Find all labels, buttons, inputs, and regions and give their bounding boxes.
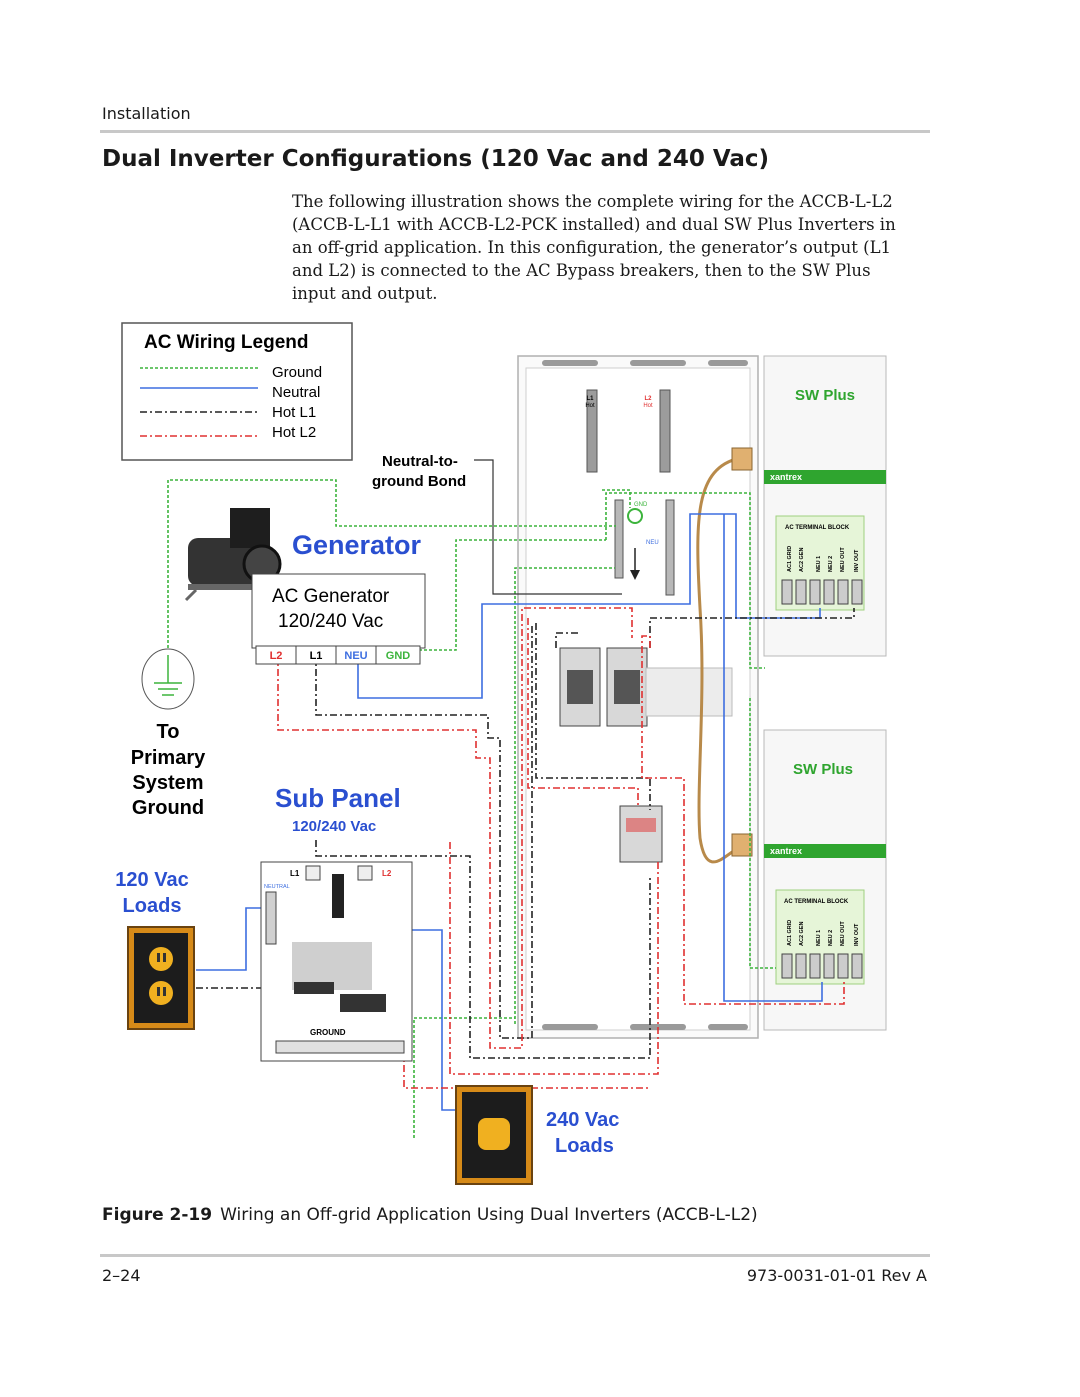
intro-paragraph: The following illustration shows the com… — [292, 192, 896, 303]
comm-connector-top — [731, 447, 753, 471]
figure-caption: Figure 2-19 Wiring an Off-grid Applicatio… — [102, 1205, 758, 1225]
comm-connector-bottom — [731, 833, 753, 857]
inverter-bottom-term-3: NEU 1 — [816, 930, 822, 946]
gen-term-l1: L1 — [310, 650, 323, 662]
generator-desc-2: 120/240 Vac — [278, 611, 383, 632]
sub-panel-voltage: 120/240 Vac — [292, 818, 376, 835]
page-number: 2–24 — [102, 1266, 141, 1285]
inverter-top-term-1: AC1 GRID — [787, 546, 793, 572]
inverter-top-block: AC TERMINAL BLOCK — [785, 525, 850, 531]
inverter-top-term-2: AC2 GEN — [799, 548, 805, 572]
legend-neutral: Neutral — [272, 384, 320, 401]
sub-panel-l1: L1 — [290, 869, 300, 878]
generator-icon — [184, 508, 282, 602]
loads-240-label-2: Loads — [555, 1135, 614, 1157]
sub-panel: Sub Panel 120/240 Vac L1 L2 NEUTRAL GROU… — [260, 783, 413, 1062]
bond-callout-line — [474, 459, 622, 595]
sub-panel-ground: GROUND — [310, 1028, 346, 1037]
figure-caption-text: Wiring an Off-grid Application Using Dua… — [220, 1205, 758, 1225]
loads-240-label-1: 240 Vac — [546, 1109, 619, 1131]
inverter-top-term-4: NEU 2 — [828, 556, 834, 572]
loads-120-label-1: 120 Vac — [115, 869, 188, 891]
section-title: Dual Inverter Configurations (120 Vac an… — [102, 146, 770, 172]
legend-hot-l2: Hot L2 — [272, 424, 316, 441]
inverter-bottom-term-2: AC2 GEN — [799, 922, 805, 946]
gen-term-gnd: GND — [386, 650, 411, 662]
figure-number: Figure 2-19 — [102, 1205, 213, 1225]
inverter-top-term-6: INV OUT — [854, 549, 860, 572]
accb-l2-sub: Hot — [643, 403, 653, 409]
bond-label-2: ground Bond — [372, 473, 466, 490]
inverter-top-term-3: NEU 1 — [816, 556, 822, 572]
inverter-bottom-term-5: NEU OUT — [840, 921, 846, 946]
outlet-120-icon — [127, 926, 195, 1030]
inverter-top: SW Plus xantrex AC TERMINAL BLOCK AC1 GR… — [763, 355, 887, 657]
inverter-bottom-block: AC TERMINAL BLOCK — [784, 899, 849, 905]
ground-label-4: Ground — [132, 797, 204, 819]
inverter-bottom-term-1: AC1 GRID — [787, 920, 793, 946]
comm-cable — [696, 456, 741, 864]
wiring-legend: AC Wiring Legend Ground Neutral Hot L1 H… — [121, 322, 353, 461]
gen-term-l2: L2 — [270, 650, 283, 662]
sub-panel-title: Sub Panel — [275, 783, 401, 813]
inverter-bottom: SW Plus xantrex AC TERMINAL BLOCK AC1 GR… — [763, 729, 887, 1031]
inverter-top-brand: xantrex — [770, 472, 802, 482]
generator-desc-1: AC Generator — [272, 586, 390, 607]
loads-120-label-2: Loads — [123, 895, 182, 917]
generator: Generator AC Generator 120/240 Vac L2 L1… — [184, 508, 426, 665]
section-header: Installation — [102, 104, 191, 123]
generator-title: Generator — [292, 530, 422, 560]
legend-ground: Ground — [272, 364, 322, 381]
footer-rule — [100, 1254, 930, 1257]
ground-label-1: To — [157, 721, 180, 743]
inverter-bottom-brand: xantrex — [770, 846, 802, 856]
accb-enclosure: L1 Hot L2 Hot GND NEU — [517, 355, 759, 1039]
inverter-bottom-term-6: INV OUT — [854, 923, 860, 946]
document-number: 973-0031-01-01 Rev A — [746, 1266, 927, 1285]
ground-rod-icon — [141, 648, 195, 710]
header-rule — [100, 130, 930, 133]
inverter-top-term-5: NEU OUT — [840, 547, 846, 572]
accb-l2-label: L2 — [644, 396, 652, 402]
wiring-diagram: L1 Hot L2 Hot GND NEU SW Plus xantrex AC… — [115, 322, 887, 1185]
bond-label-1: Neutral-to- — [382, 453, 458, 470]
legend-title: AC Wiring Legend — [144, 332, 309, 353]
accb-gnd-label: GND — [634, 502, 648, 508]
legend-hot-l1: Hot L1 — [272, 404, 316, 421]
sub-panel-l2: L2 — [382, 869, 392, 878]
outlet-240-icon — [455, 1085, 533, 1185]
inverter-bottom-name: SW Plus — [793, 761, 853, 778]
accb-neu-label: NEU — [646, 540, 659, 546]
accb-l1-sub: Hot — [585, 403, 595, 409]
inverter-bottom-term-4: NEU 2 — [828, 930, 834, 946]
ground-label-2: Primary — [131, 747, 206, 769]
accb-l1-label: L1 — [586, 396, 594, 402]
inverter-top-name: SW Plus — [795, 387, 855, 404]
sub-panel-neutral: NEUTRAL — [264, 884, 290, 890]
ground-label-3: System — [132, 772, 203, 794]
gen-term-neu: NEU — [344, 650, 367, 662]
